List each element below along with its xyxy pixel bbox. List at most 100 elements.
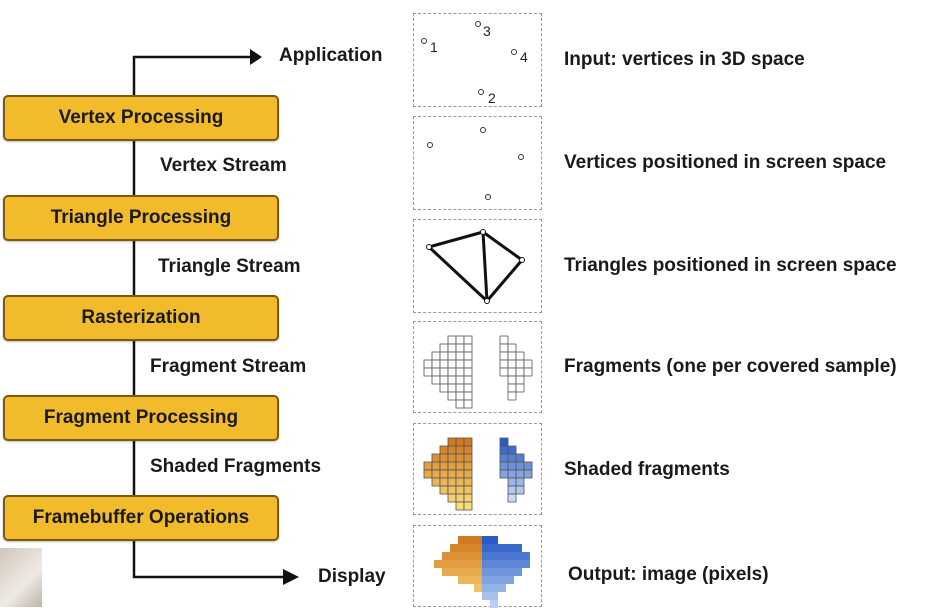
stream-vertex: Vertex Stream xyxy=(160,155,287,176)
shaded-fragment-cell xyxy=(455,477,465,487)
shaded-fragment-cell xyxy=(507,493,517,503)
shaded-fragment-cell xyxy=(523,469,533,479)
fragment-cell xyxy=(455,343,465,353)
description-screen-vertices: Vertices positioned in screen space xyxy=(564,152,887,173)
fragment-cell xyxy=(423,367,433,377)
output-pixel xyxy=(458,568,466,576)
vertex-label-3: 3 xyxy=(483,23,491,39)
shaded-fragment-cell xyxy=(447,477,457,487)
output-pixel xyxy=(450,560,458,568)
vertex-label-4: 4 xyxy=(520,49,528,65)
vertex-label-1: 1 xyxy=(430,39,438,55)
shaded-fragment-cell xyxy=(455,445,465,455)
panel-fragments xyxy=(413,321,542,413)
shaded-fragment-cell xyxy=(455,453,465,463)
shaded-fragment-cell xyxy=(499,469,509,479)
fragment-cell xyxy=(507,343,517,353)
panel-triangles xyxy=(413,219,542,313)
screen-vertex-4 xyxy=(518,154,524,160)
output-pixel xyxy=(490,536,498,544)
fragment-cell xyxy=(463,391,473,401)
description-input: Input: vertices in 3D space xyxy=(564,49,805,70)
vertex-point-4 xyxy=(511,49,517,55)
shaded-fragment-cell xyxy=(515,469,525,479)
stream-shaded-fragments: Shaded Fragments xyxy=(150,456,322,477)
shaded-fragment-cell xyxy=(447,469,457,479)
fragment-cell xyxy=(455,335,465,345)
shaded-fragment-cell xyxy=(507,453,517,463)
fragment-cell xyxy=(455,375,465,385)
output-pixel xyxy=(482,544,490,552)
triangle-shared-edge xyxy=(481,231,489,302)
fragment-cell xyxy=(523,367,533,377)
output-pixel xyxy=(474,552,482,560)
triangle-edges xyxy=(427,230,524,303)
description-triangles: Triangles positioned in screen space xyxy=(564,255,897,276)
output-pixel xyxy=(458,544,466,552)
fragment-cell xyxy=(463,375,473,385)
shaded-fragment-cell xyxy=(463,445,473,455)
output-pixel xyxy=(474,568,482,576)
output-pixel xyxy=(498,568,506,576)
fragment-cell xyxy=(499,343,509,353)
fragment-cell xyxy=(463,367,473,377)
output-pixel xyxy=(490,592,498,600)
output-pixel xyxy=(450,544,458,552)
output-pixel xyxy=(490,576,498,584)
shaded-fragment-cell xyxy=(423,469,433,479)
stage-fragment-processing: Fragment Processing xyxy=(3,395,279,441)
output-pixel xyxy=(514,552,522,560)
shaded-fragment-cell xyxy=(431,469,441,479)
shaded-fragment-cell xyxy=(455,461,465,471)
fragment-cell xyxy=(515,351,525,361)
output-pixel xyxy=(474,576,482,584)
shaded-fragment-cell xyxy=(439,469,449,479)
fragment-cell xyxy=(447,359,457,369)
fragment-cell xyxy=(499,335,509,345)
description-output: Output: image (pixels) xyxy=(568,564,769,585)
fragment-cell xyxy=(499,359,509,369)
output-pixel xyxy=(506,552,514,560)
shaded-fragment-cell xyxy=(507,469,517,479)
output-pixel xyxy=(458,536,466,544)
shaded-fragment-cell xyxy=(439,461,449,471)
shaded-fragment-cell xyxy=(447,461,457,471)
shaded-fragment-cell xyxy=(515,461,525,471)
shaded-fragment-cell xyxy=(499,461,509,471)
output-pixel xyxy=(490,568,498,576)
shaded-fragment-cell xyxy=(523,461,533,471)
shaded-fragment-cell xyxy=(507,461,517,471)
panel-screen-vertices xyxy=(413,116,542,210)
stream-display: Display xyxy=(318,566,386,587)
output-pixel xyxy=(498,576,506,584)
fragment-cell xyxy=(439,351,449,361)
shaded-fragment-cell xyxy=(507,485,517,495)
fragment-cell xyxy=(439,375,449,385)
fragment-cell xyxy=(507,351,517,361)
fragment-cell xyxy=(431,367,441,377)
screen-vertex-2 xyxy=(485,194,491,200)
fragment-cell xyxy=(431,359,441,369)
shaded-fragment-cell xyxy=(431,461,441,471)
shaded-fragment-cell xyxy=(515,453,525,463)
fragment-cell xyxy=(455,383,465,393)
shaded-fragment-cell xyxy=(463,469,473,479)
fragment-cell xyxy=(447,343,457,353)
shaded-fragment-cell xyxy=(431,477,441,487)
fragment-cell xyxy=(455,351,465,361)
fragment-cell xyxy=(463,383,473,393)
shaded-fragment-cell xyxy=(439,485,449,495)
vertex-point-2 xyxy=(478,89,484,95)
output-pixel xyxy=(490,544,498,552)
shaded-fragment-cell xyxy=(463,453,473,463)
output-pixel xyxy=(482,592,490,600)
stage-rasterization: Rasterization xyxy=(3,295,279,341)
output-pixel xyxy=(514,544,522,552)
output-pixel xyxy=(474,544,482,552)
output-pixel xyxy=(482,576,490,584)
output-pixel xyxy=(466,568,474,576)
shaded-fragment-cell xyxy=(463,461,473,471)
panel-input-vertices: 1 3 4 2 xyxy=(413,13,542,107)
output-pixel xyxy=(458,560,466,568)
vertex-point-3 xyxy=(475,21,481,27)
